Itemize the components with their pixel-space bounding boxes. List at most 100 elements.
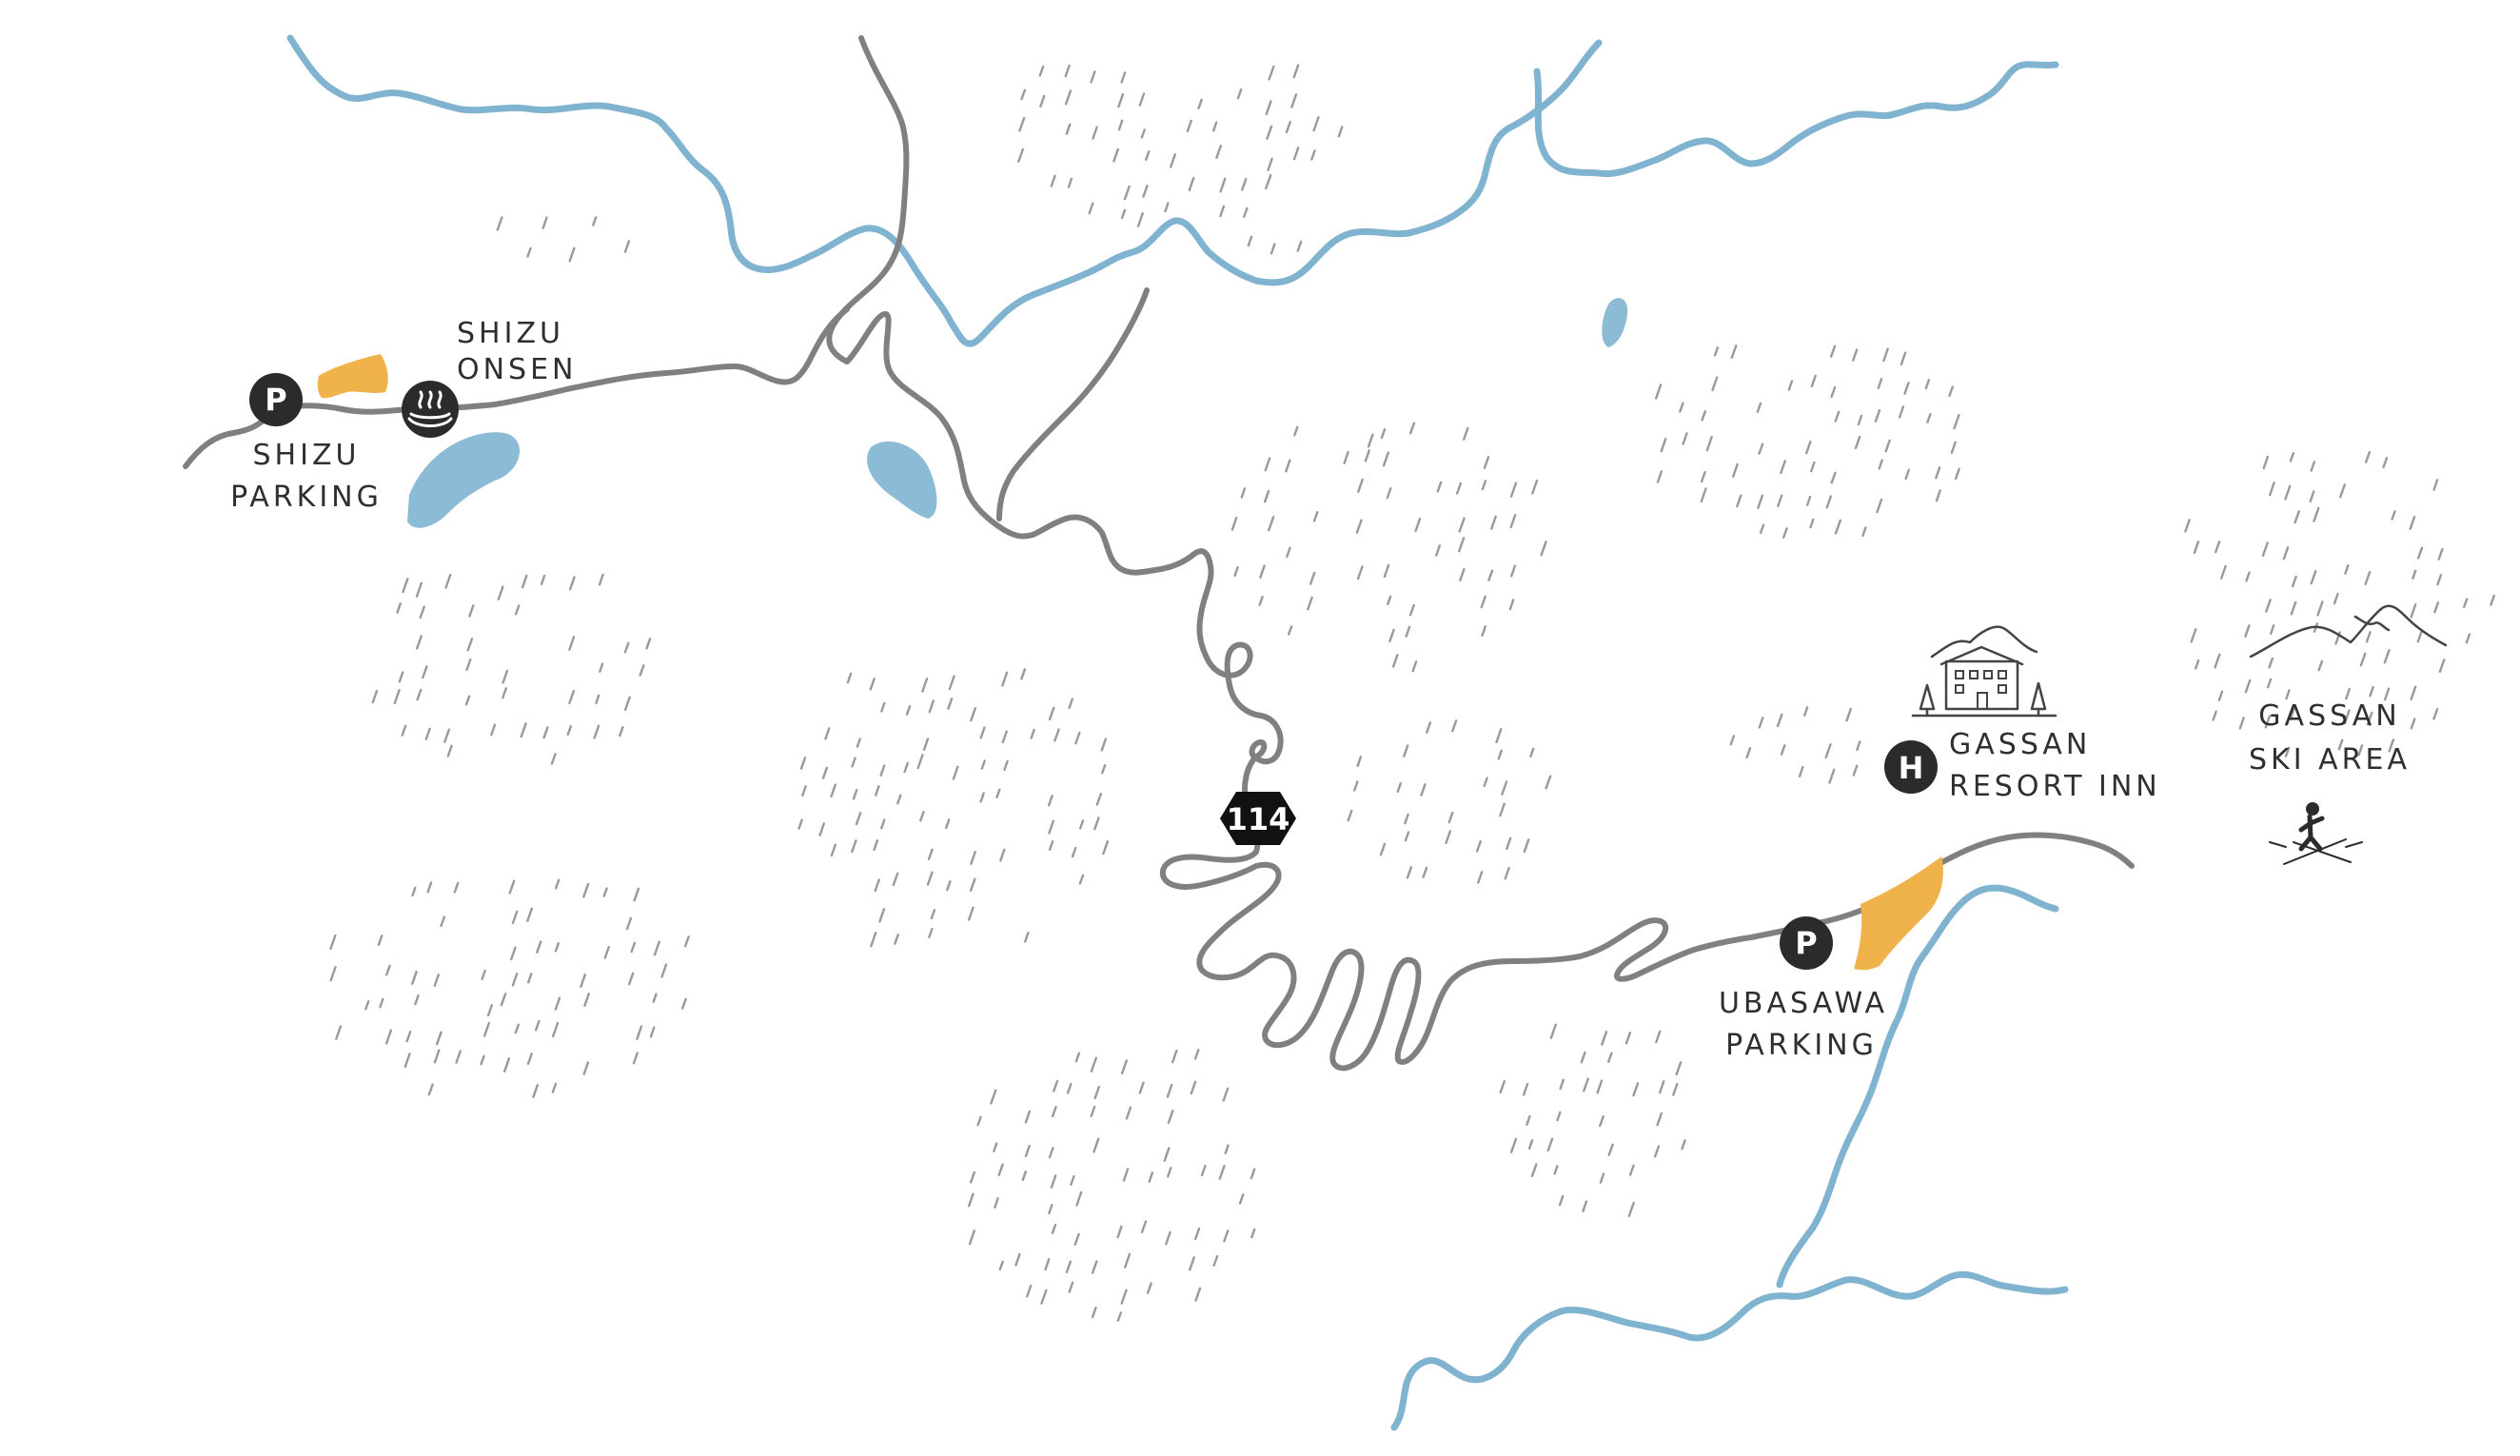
forest-tick: [1387, 595, 1392, 605]
forest-tick: [1627, 1201, 1635, 1218]
forest-tick: [1380, 427, 1387, 440]
forest-tick: [1021, 1170, 1028, 1182]
forest-tick: [1265, 100, 1272, 116]
forest-tick: [551, 1082, 558, 1093]
forest-tick: [411, 886, 417, 897]
forest-tick: [1367, 433, 1374, 448]
forest-tick: [2282, 546, 2290, 561]
forest-tick: [500, 993, 507, 1007]
forest-tick: [583, 993, 590, 1008]
forest-tick: [2316, 600, 2324, 617]
forest-tick: [1190, 1080, 1197, 1095]
forest-tick: [903, 761, 909, 774]
forest-tick: [1064, 64, 1071, 78]
forest-tick: [1497, 749, 1503, 760]
forest-tick: [2262, 455, 2270, 470]
forest-tick: [2269, 624, 2275, 635]
forest-tick: [1100, 763, 1107, 775]
forest-tick: [2410, 685, 2417, 700]
forest-tick: [1700, 470, 1706, 483]
gassan-resort-inn-marker[interactable]: H: [1884, 740, 1938, 794]
forest-tick: [2193, 541, 2200, 554]
forest-tick: [2309, 490, 2315, 502]
forest-tick: [2291, 575, 2297, 588]
forest-tick: [851, 757, 856, 768]
forest-tick: [446, 744, 453, 758]
forest-tick: [2333, 592, 2339, 605]
forest-tick: [526, 246, 532, 258]
forest-tick: [1509, 1137, 1518, 1153]
forest-tick: [1476, 871, 1484, 884]
forest-tick: [979, 726, 986, 739]
forest-tick: [379, 997, 384, 1009]
forest-tick: [2244, 679, 2252, 694]
forest-tick: [945, 818, 951, 830]
forest-tick: [1682, 432, 1688, 445]
forest-tick: [1267, 157, 1273, 171]
road-switchbacks: [1159, 754, 2135, 1072]
forest-tick: [1556, 1111, 1562, 1122]
forest-tick: [1222, 1087, 1230, 1102]
forest-tick: [599, 662, 604, 673]
forest-tick: [486, 1004, 493, 1017]
forest-tick: [593, 724, 600, 739]
forest-tick: [1286, 546, 1291, 559]
hotel-icon: [1884, 740, 1938, 794]
gassan-ski-area-label-line2: SKI AREA: [2249, 743, 2411, 777]
forest-tick: [1212, 1254, 1219, 1268]
forest-tick: [1091, 1306, 1097, 1319]
forest-tick: [1780, 744, 1786, 756]
forest-tick: [1877, 378, 1883, 389]
forest-tick: [2337, 738, 2344, 751]
forest-tick: [1711, 376, 1719, 392]
forest-tick: [1451, 719, 1458, 733]
forest-tick: [1116, 1311, 1123, 1322]
forest-tick: [1780, 460, 1786, 475]
gassan-ski-area-marker[interactable]: GASSAN SKI AREA: [2249, 699, 2411, 777]
shizu-parking-marker[interactable]: P: [249, 373, 303, 426]
forest-tick: [532, 1083, 539, 1099]
gassan-ski-area-label-line1: GASSAN: [2258, 699, 2400, 733]
forest-tick: [2310, 461, 2316, 472]
forest-tick: [1065, 123, 1072, 135]
river-northwest: [286, 34, 1603, 347]
ubasawa-parking-marker[interactable]: P: [1780, 916, 1833, 970]
forest-tick: [968, 1230, 975, 1246]
shizu-onsen-marker[interactable]: [402, 381, 459, 438]
forest-tick: [1247, 235, 1253, 247]
forest-tick: [855, 812, 862, 826]
forest-tick: [2265, 599, 2272, 613]
forest-tick: [879, 764, 886, 777]
forest-tick: [1310, 149, 1316, 161]
forest-tick: [878, 908, 886, 923]
forest-tick: [1219, 177, 1227, 193]
forest-tick: [1186, 119, 1192, 133]
forest-tick: [896, 794, 902, 805]
forest-tick: [1713, 346, 1720, 357]
forest-tick: [1211, 121, 1218, 132]
forest-tick: [1660, 438, 1667, 453]
forest-tick: [1903, 382, 1910, 395]
forest-tick: [947, 698, 954, 710]
forest-tick: [1383, 563, 1390, 579]
forest-tick: [1038, 65, 1045, 77]
forest-tick: [1219, 205, 1226, 218]
forest-tick: [1024, 1144, 1031, 1158]
forest-tick: [552, 1021, 560, 1038]
forest-tick: [1120, 1289, 1128, 1305]
forest-tick: [1705, 435, 1713, 452]
forest-tick: [1290, 92, 1298, 108]
forest-tick: [2268, 657, 2274, 669]
forest-tick: [1386, 487, 1392, 500]
forest-tick: [1834, 410, 1841, 423]
forest-tick: [797, 818, 803, 830]
route-114-marker[interactable]: 114: [1220, 792, 1296, 845]
forest-tick: [1904, 468, 1911, 481]
forest-tick: [1495, 727, 1503, 744]
forest-tick: [482, 1021, 491, 1037]
forest-tick: [415, 581, 423, 598]
forest-tick: [1553, 1165, 1559, 1175]
forest-tick: [2383, 648, 2391, 664]
forest-tick: [1549, 1023, 1557, 1039]
forest-tick: [2219, 564, 2227, 580]
